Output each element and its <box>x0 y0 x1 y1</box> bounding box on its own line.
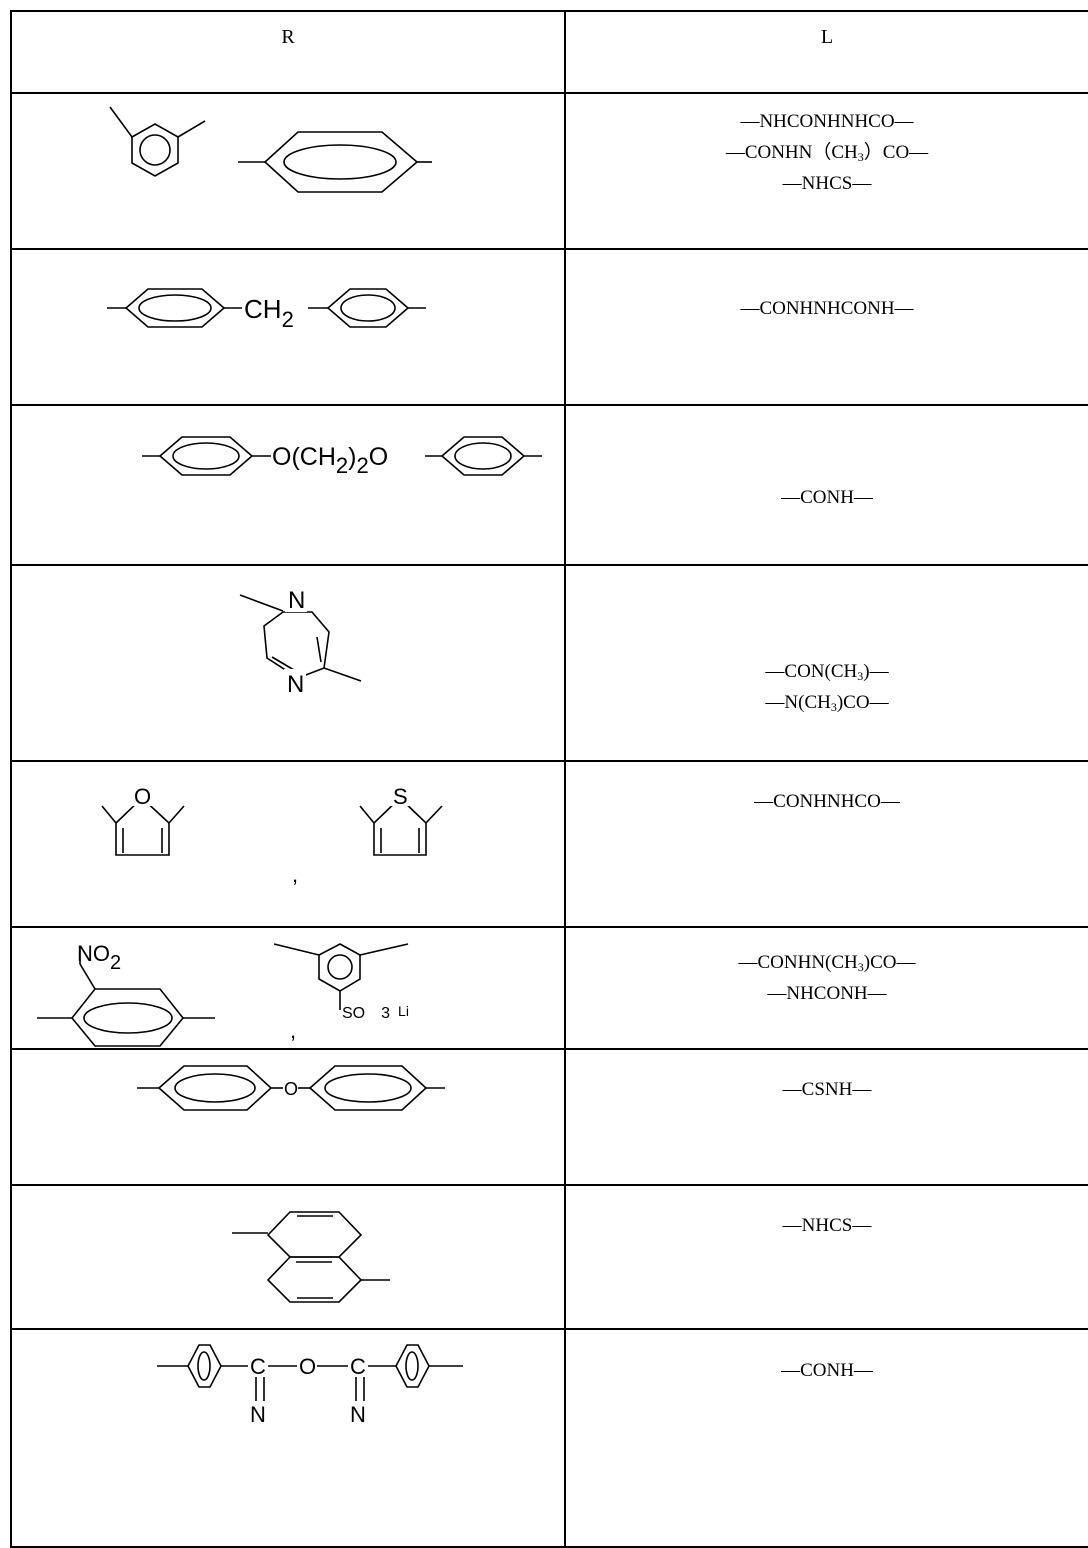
separator-comma: , <box>292 862 298 887</box>
r-cell-2: CH2 <box>10 248 566 406</box>
o-atom: O <box>299 1354 316 1379</box>
l-formula: —N(CH3)CO— <box>765 692 889 714</box>
table-row: O —CSNH— <box>10 1048 1088 1186</box>
l-cell-3: —CONH— <box>564 404 1088 566</box>
c-atom: C <box>250 1354 266 1379</box>
separator-comma: , <box>290 1018 296 1043</box>
l-formula: —CONHNHCO— <box>754 791 900 812</box>
l-formula: —CONH— <box>781 487 873 508</box>
pyrazine-structure: N N <box>239 586 362 698</box>
l-formula: —NHCONH— <box>767 983 887 1004</box>
furan-ring: O <box>101 784 185 856</box>
r-cell-5: O , S <box>10 760 566 928</box>
thiophene-ring: S <box>359 784 443 856</box>
header-l: L <box>564 10 1088 94</box>
o-ch2-2-o-label: O(CH2)2O <box>272 443 388 478</box>
naphthalene-structure <box>232 1211 390 1303</box>
n-atom: N <box>250 1402 266 1427</box>
l-cell-2: —CONHNHCONH— <box>564 248 1088 406</box>
table-row: O(CH2)2O —CONH— <box>10 404 1088 566</box>
r-cell-8 <box>10 1184 566 1330</box>
l-cell-4: —CON(CH3)— —N(CH3)CO— <box>564 564 1088 762</box>
r-cell-9: C N O C N <box>10 1328 566 1548</box>
l-formula: —CON(CH3)— <box>765 661 889 683</box>
r-cell-1 <box>10 92 566 250</box>
no2-label: NO2 <box>77 941 121 974</box>
r-cell-3: O(CH2)2O <box>10 404 566 566</box>
l-formula: —CONHNHCONH— <box>740 298 914 319</box>
o-atom: O <box>284 1079 298 1099</box>
phenyl-imidoyl-ether-structure: C N O C N <box>157 1344 463 1427</box>
n-atom: N <box>350 1402 366 1427</box>
l-formula: —CSNH— <box>782 1079 872 1100</box>
p-phenylene-ring <box>238 131 432 193</box>
l-formula: —CONH— <box>781 1360 873 1381</box>
l-formula: —NHCONHNHCO— <box>740 111 914 132</box>
table-row: C N O C N —CONH— <box>10 1328 1088 1548</box>
l-cell-6: —CONHN(CH3)CO— —NHCONH— <box>564 926 1088 1050</box>
l-cell-8: —NHCS— <box>564 1184 1088 1330</box>
table-row: —NHCONHNHCO— —CONHN（CH3）CO— —NHCS— <box>10 92 1088 250</box>
header-r: R <box>10 10 566 94</box>
l-cell-7: —CSNH— <box>564 1048 1088 1186</box>
table-row: O , S —CONHNHCO— <box>10 760 1088 928</box>
table-row: N N —CON(CH3)— —N(CH3)CO— <box>10 564 1088 762</box>
l-cell-5: —CONHNHCO— <box>564 760 1088 928</box>
diphenylmethane-structure: CH2 <box>107 288 426 332</box>
structure-table: R L —NHCONHNHCO— <box>10 10 1088 1548</box>
o-atom: O <box>134 784 151 809</box>
n-atom-top: N <box>288 587 305 614</box>
r-cell-4: N N <box>10 564 566 762</box>
l-formula: —CONHN（CH3）CO— <box>725 142 929 164</box>
l-formula: —CONHN(CH3)CO— <box>738 952 916 974</box>
r-cell-7: O <box>10 1048 566 1186</box>
ethylene-glycol-diphenyl-ether-structure: O(CH2)2O <box>142 436 542 478</box>
ch2-label: CH2 <box>244 294 294 332</box>
c-atom: C <box>350 1354 366 1379</box>
table-row: CH2 —CONHNHCONH— <box>10 248 1088 406</box>
nitro-phenylene-ring: NO2 <box>37 941 215 1047</box>
table-row: —NHCS— <box>10 1184 1088 1330</box>
l-cell-9: —CONH— <box>564 1328 1088 1548</box>
l-formula: —NHCS— <box>782 1215 872 1236</box>
header-row: R L <box>10 10 1088 94</box>
l-cell-1: —NHCONHNHCO— —CONHN（CH3）CO— —NHCS— <box>564 92 1088 250</box>
m-phenylene-and-p-phenylene-structures <box>109 106 432 193</box>
l-formula: —NHCS— <box>782 173 872 194</box>
diphenyl-ether-structure: O <box>137 1065 445 1111</box>
n-atom-bottom: N <box>287 671 304 698</box>
m-phenylene-ring <box>109 106 206 177</box>
s-atom: S <box>393 784 408 809</box>
furan-and-thiophene-structures: O , S <box>101 784 443 887</box>
